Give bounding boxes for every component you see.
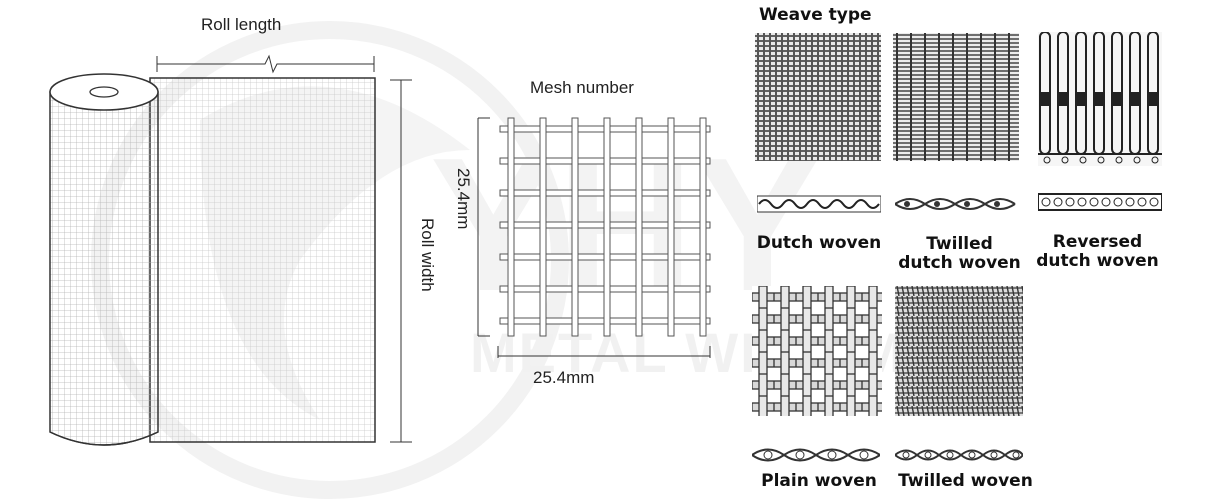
- plain-woven-cross-section: [752, 448, 880, 462]
- mesh-dim-horizontal: 25.4mm: [533, 368, 595, 387]
- reversed-dutch-woven-label: Reversed dutch woven: [1036, 232, 1159, 271]
- mesh-dim-vertical: 25.4mm: [454, 168, 473, 230]
- dutch-woven-swatch: [755, 33, 881, 161]
- reversed-dutch-woven-cross-section: [1038, 193, 1162, 211]
- dutch-woven-label: Dutch woven: [756, 233, 882, 253]
- plain-woven-label: Plain woven: [761, 471, 877, 491]
- twilled-woven-swatch: [895, 286, 1023, 416]
- twilled-woven-label: Twilled woven: [898, 471, 1033, 491]
- twilled-dutch-woven-cross-section: [895, 198, 1016, 210]
- roll-width-label: Roll width: [418, 218, 437, 292]
- weave-type-title: Weave type: [759, 5, 872, 25]
- twilled-dutch-woven-swatch: [893, 33, 1019, 161]
- twilled-woven-cross-section: [895, 449, 1023, 461]
- roll-length-label: Roll length: [201, 15, 282, 34]
- mesh-number-title: Mesh number: [530, 78, 634, 97]
- reversed-dutch-woven-swatch: [1038, 32, 1162, 166]
- roll-illustration: [49, 54, 412, 446]
- twilled-dutch-woven-label: Twilled dutch woven: [898, 234, 1021, 273]
- mesh-number-diagram: [477, 117, 711, 358]
- plain-woven-swatch: [752, 286, 882, 416]
- dutch-woven-cross-section: [757, 195, 881, 213]
